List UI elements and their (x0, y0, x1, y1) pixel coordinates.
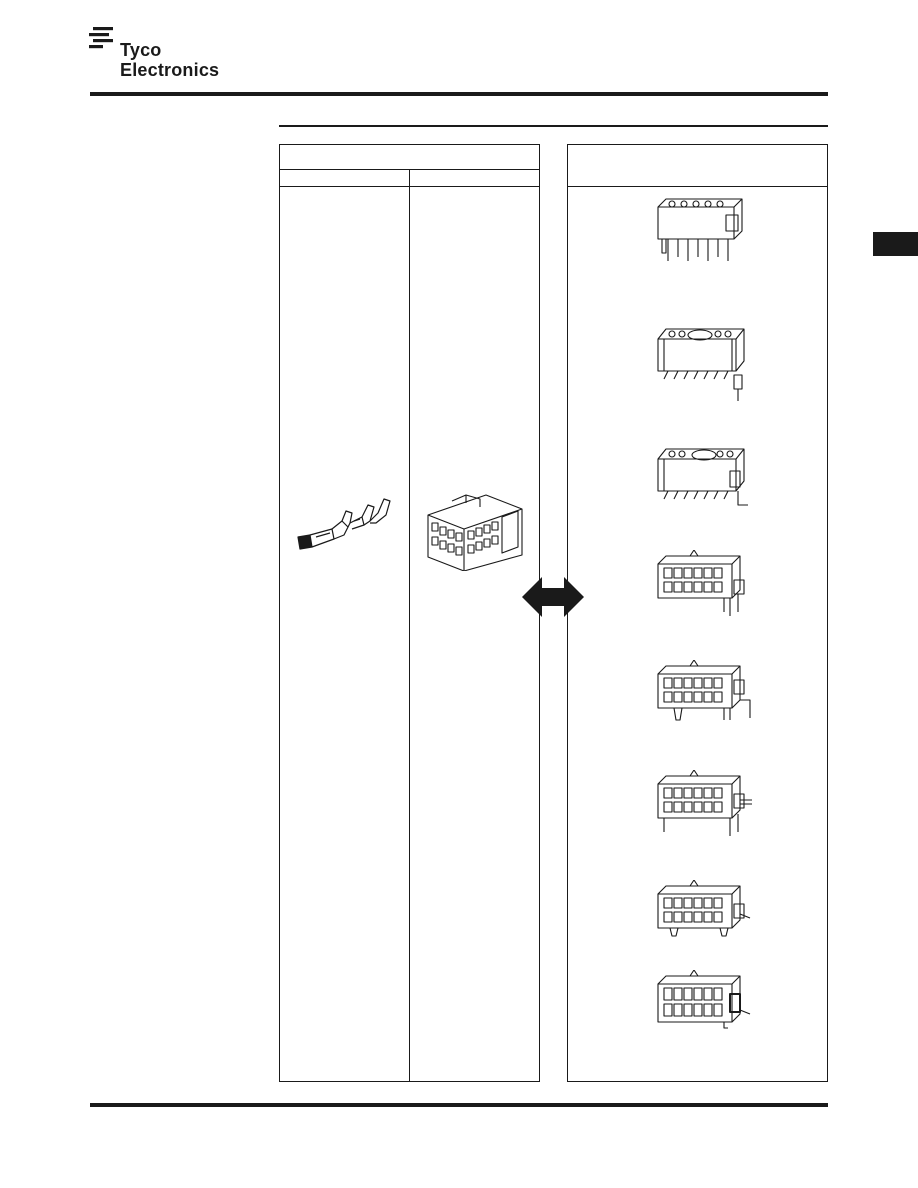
pcb-headers-panel (567, 144, 828, 1082)
pcb-header-vertical-icon (654, 195, 750, 273)
pcb-header-right-angle-peg-latch-icon (654, 879, 754, 952)
pcb-header-right-angle-smt-icon (654, 969, 754, 1040)
double-arrow-icon (522, 577, 584, 617)
plug-housing-icon (422, 487, 528, 572)
pcb-header-vertical-latch-icon (654, 445, 750, 525)
header-divider (568, 186, 827, 187)
tyco-logo-icon (89, 27, 115, 49)
footer-rule (90, 1103, 828, 1107)
section-rule (279, 125, 828, 127)
header-rule (90, 92, 828, 96)
pcb-header-right-angle-peg-icon (654, 659, 754, 740)
mating-components-panel (279, 144, 540, 1082)
pcb-header-right-angle-latch-icon (654, 769, 754, 850)
column-divider (409, 169, 410, 1081)
section-tab-marker (873, 232, 918, 256)
pcb-header-vertical-peg-icon (654, 325, 750, 409)
company-name-line2: Electronics (120, 60, 220, 80)
company-name: Tyco Electronics (120, 40, 219, 80)
pcb-header-right-angle-icon (654, 549, 750, 630)
company-name-line1: Tyco (120, 40, 162, 60)
receptacle-contact-icon (296, 491, 396, 551)
